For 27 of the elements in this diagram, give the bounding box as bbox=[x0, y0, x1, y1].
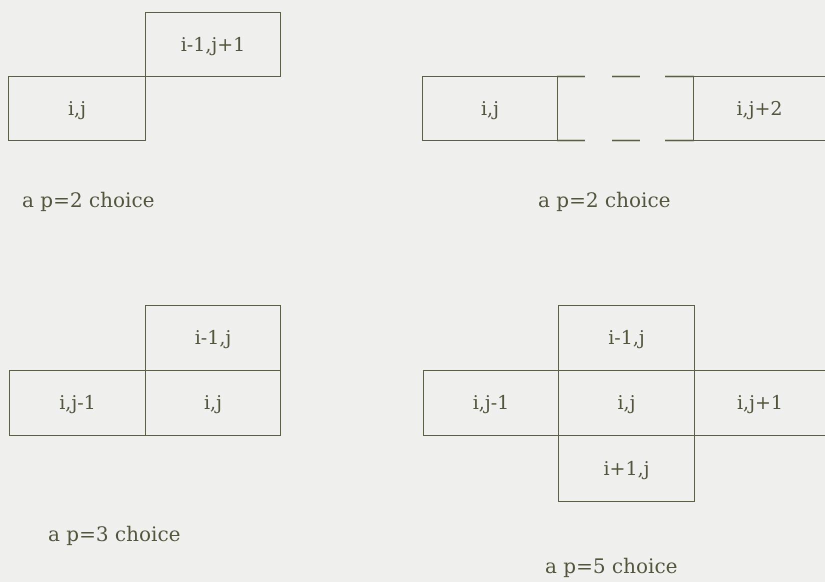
grid-cell bbox=[8, 76, 146, 141]
grid-cell bbox=[558, 435, 695, 502]
caption: a p=2 choice bbox=[538, 188, 670, 212]
cell-index-label: i,j+1 bbox=[736, 392, 783, 414]
grid-cell bbox=[693, 76, 825, 141]
cell-index-label: i-1,j bbox=[608, 327, 645, 349]
caption: a p=2 choice bbox=[22, 188, 154, 212]
cell-index-label: i-1,j bbox=[194, 327, 232, 349]
cell-index-label: i-1,j+1 bbox=[180, 34, 246, 56]
cell-index-label: i,j+2 bbox=[736, 98, 782, 120]
grid-cell bbox=[423, 370, 559, 436]
cell-index-label: i,j-1 bbox=[59, 392, 96, 414]
cell-index-label: i,j bbox=[480, 98, 499, 120]
grid-cell bbox=[145, 370, 281, 436]
caption: a p=5 choice bbox=[545, 554, 678, 578]
cell-index-label: i,j bbox=[68, 98, 86, 120]
cell-index-label: i,j bbox=[617, 392, 636, 414]
cell-index-label: i,j-1 bbox=[472, 392, 510, 414]
cell-index-label: i+1,j bbox=[603, 458, 650, 480]
caption: a p=3 choice bbox=[48, 522, 180, 546]
grid-cell bbox=[694, 370, 825, 436]
cell-index-label: i,j bbox=[204, 392, 222, 414]
grid-cell bbox=[145, 305, 281, 371]
grid-cell bbox=[145, 12, 281, 77]
grid-cell bbox=[422, 76, 558, 141]
grid-cell bbox=[558, 305, 695, 371]
grid-cell bbox=[9, 370, 146, 436]
